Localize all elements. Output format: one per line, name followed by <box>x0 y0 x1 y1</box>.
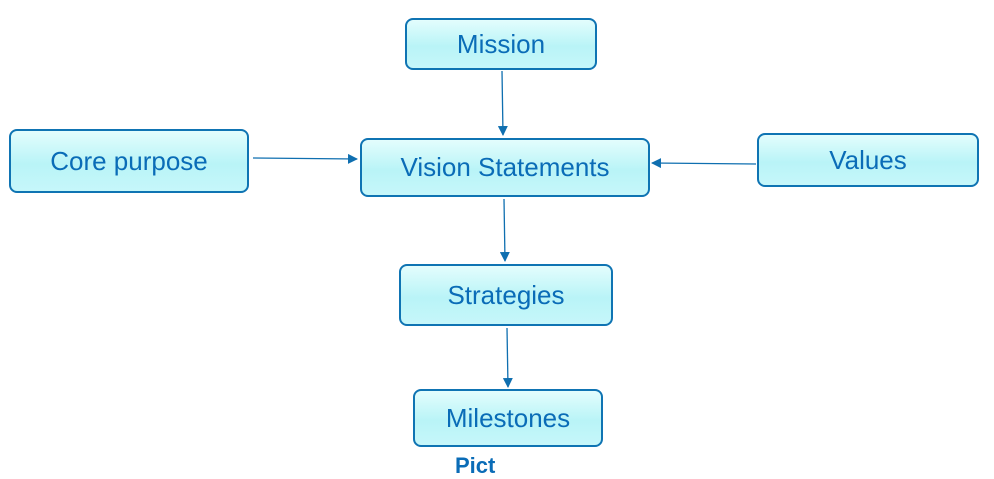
connector-layer <box>252 70 757 388</box>
arrow-values-to-vision <box>651 158 757 169</box>
arrow-core-purpose-to-vision <box>252 153 358 164</box>
core-purpose-node: Core purpose <box>9 129 249 193</box>
values-node: Values <box>757 133 979 187</box>
values-label: Values <box>829 144 907 175</box>
vision-statements-label: Vision Statements <box>400 152 610 182</box>
strategies-label: Strategies <box>447 279 565 310</box>
arrow-mission-to-vision <box>497 70 508 136</box>
milestones-node: Milestones <box>413 389 603 447</box>
arrow-strategies-to-milestones <box>502 327 513 388</box>
mission-node: Mission <box>405 18 597 70</box>
mission-label: Mission <box>456 28 546 59</box>
figure-caption: Pict <box>455 453 496 478</box>
core-purpose-label: Core purpose <box>50 145 208 176</box>
arrow-vision-to-strategies <box>499 198 510 262</box>
vision-statements-node: Vision Statements <box>360 138 650 197</box>
milestones-label: Milestones <box>445 402 571 433</box>
strategies-node: Strategies <box>399 264 613 326</box>
